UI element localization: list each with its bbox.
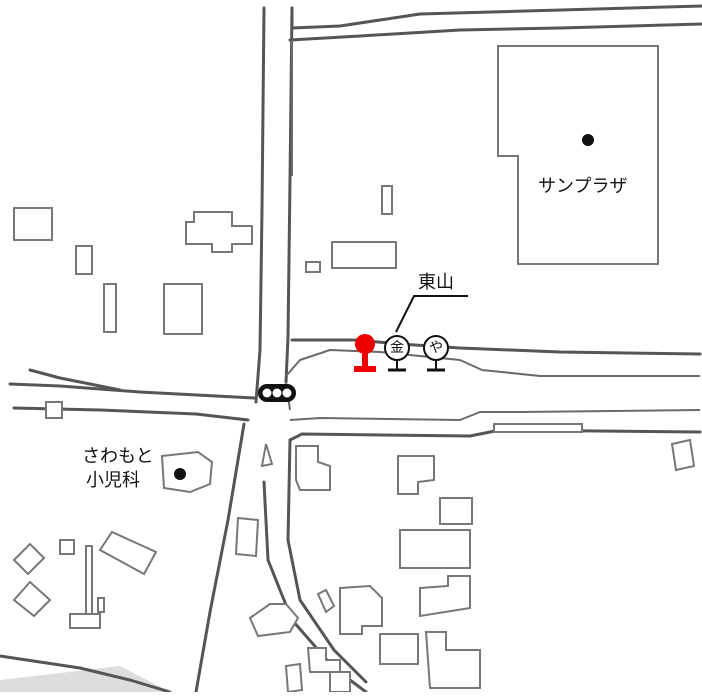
sun-plaza-label: サンプラザ [538,176,628,197]
building [295,445,331,491]
road-west-ramp [28,368,122,392]
bus-stop-kin[interactable] [384,335,410,372]
building [399,529,471,569]
building [670,438,696,472]
building [439,497,473,525]
building [163,283,203,335]
map-edge-strip [0,666,170,692]
clinic-label-line1: さわもと [82,446,154,467]
building [12,580,52,618]
road-south-inner [286,438,368,684]
traffic-light-icon [258,384,296,402]
sun-plaza-building [497,45,659,265]
road-top-edge [288,22,702,42]
building [69,613,101,629]
building [248,603,300,638]
building [419,575,471,618]
road-top [290,4,702,30]
building [13,207,53,241]
building [98,530,158,576]
road-main-south-west-edge [194,422,246,694]
bus-stop-kin-label: 金 [390,340,404,356]
building [97,597,105,613]
building [305,261,321,273]
building [329,671,351,693]
road-west-upper [8,382,256,400]
building [284,662,304,694]
building [493,423,583,433]
median-island [260,443,274,468]
building [59,539,75,555]
higashiyama-callout-line [395,295,468,333]
road-main-north [254,6,266,404]
building [381,185,393,215]
building [45,401,63,419]
clinic-label-line2: 小児科 [86,470,140,491]
building [75,245,93,275]
building [316,588,336,614]
building [379,633,419,665]
building [12,542,46,576]
building [234,516,260,558]
building [424,631,481,689]
road-east-south-curb [289,409,701,421]
road-southwest [0,654,172,694]
building [397,455,435,495]
building [306,647,341,673]
road-east-curb [285,349,700,377]
red-pin-icon[interactable] [354,334,376,372]
higashiyama-label: 東山 [418,272,454,293]
building [185,211,253,253]
building [331,241,397,269]
bus-stop-ya-label: や [429,340,443,356]
building [103,283,117,333]
sun-plaza-marker [582,134,594,146]
clinic-marker [174,468,186,480]
bus-stop-ya[interactable] [423,335,449,372]
building [85,545,93,617]
clinic-building [160,450,214,494]
building [339,584,383,635]
